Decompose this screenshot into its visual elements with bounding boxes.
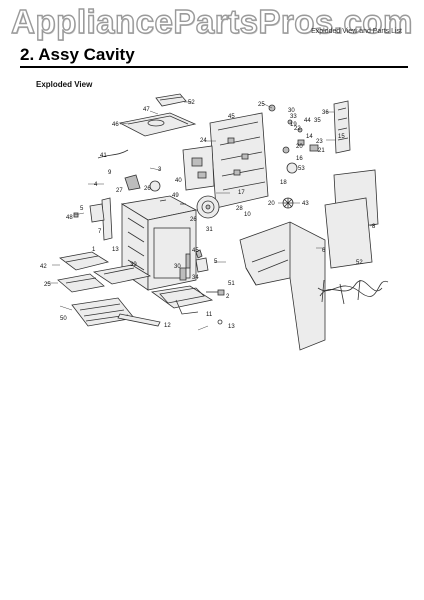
- part-label-48: 47: [143, 107, 150, 113]
- part-label-12: 12: [164, 323, 171, 329]
- part-label-45: 44: [304, 118, 311, 124]
- part-label-33: 31: [206, 227, 213, 233]
- part-label-44: 45: [192, 248, 199, 254]
- part-label-50: 49: [172, 193, 179, 199]
- top-vent-part: [155, 93, 187, 107]
- part-label-43: 43: [302, 201, 309, 207]
- part-label-27: 27: [116, 188, 123, 194]
- top-cover-part: [118, 112, 197, 137]
- part-label-8: 8: [372, 224, 376, 230]
- control-board-part: [182, 145, 215, 191]
- rear-panel-part: [209, 112, 269, 209]
- side-panel-part: [324, 169, 379, 269]
- page-header-label: Exploded View and Parts List: [311, 28, 402, 35]
- part-label-26: 26: [190, 217, 197, 223]
- part-label-2: 2: [226, 294, 230, 300]
- part-label-53: 52: [188, 100, 195, 106]
- connector-part: [206, 289, 225, 325]
- drawer-tray-part: [71, 297, 135, 327]
- convection-motor-part: [196, 195, 220, 219]
- part-label-36: 35: [314, 118, 321, 124]
- bottom-frame-part: [150, 285, 214, 315]
- part-label-51: 50: [60, 316, 67, 322]
- part-label-39: 39: [130, 262, 137, 268]
- part-label-4: 4: [94, 182, 98, 188]
- part-label-40: 40: [175, 178, 182, 184]
- part-label-34: 33: [290, 114, 297, 120]
- part-label-15: 15: [338, 134, 345, 140]
- right-bracket-part: [333, 100, 351, 154]
- bottom-tray-part: [57, 251, 110, 293]
- part-label-28: 28: [236, 206, 243, 212]
- part-label-14: 14: [306, 134, 313, 140]
- part-label-5: 5: [80, 206, 84, 212]
- part-label-5b: 5: [214, 259, 218, 265]
- wire-harness-part: [317, 279, 389, 305]
- part-label-54: 52: [356, 260, 363, 266]
- exploded-view-subtitle: Exploded View: [36, 80, 93, 89]
- part-label-37: 36: [322, 110, 329, 116]
- part-label-11: 11: [206, 312, 213, 318]
- part-label-19: 19: [290, 122, 297, 128]
- outer-wrapper-part: [239, 221, 326, 351]
- part-label-52: 51: [228, 281, 235, 287]
- part-label-41: 42: [40, 264, 47, 270]
- part-label-23: 23: [316, 139, 323, 145]
- hinge-part: [179, 253, 191, 281]
- bottom-plate-part: [92, 264, 152, 285]
- part-label-1: 1: [92, 247, 96, 253]
- part-label-20b: 20: [268, 201, 275, 207]
- part-label-10: 10: [244, 212, 251, 218]
- part-label-25: 25: [44, 282, 51, 288]
- part-label-7: 7: [98, 229, 102, 235]
- part-label-13: 13: [112, 247, 119, 253]
- part-label-3: 3: [158, 167, 162, 173]
- part-label-55: 53: [298, 166, 305, 172]
- fan-part: [282, 197, 294, 209]
- part-label-22: 22: [294, 126, 301, 132]
- sensor-wire-part: [97, 149, 129, 159]
- part-callouts: 52 47 46 41 3 9 4 27 26 40 49 5 48 7 1 1…: [40, 100, 376, 330]
- part-label-17: 17: [238, 190, 245, 196]
- part-label-42: 41: [100, 153, 107, 159]
- watermark-logo: AppliancePartsPros.com: [10, 2, 413, 40]
- part-label-49: 48: [66, 215, 73, 221]
- part-label-30: 30: [288, 108, 295, 114]
- part-label-47: 46: [112, 122, 119, 128]
- title-rule: [20, 66, 408, 68]
- part-label-24: 24: [200, 138, 207, 144]
- part-label-31: 26: [144, 186, 151, 192]
- part-label-18: 18: [280, 180, 287, 186]
- part-label-13b: 13: [228, 324, 235, 330]
- part-label-46: 45: [228, 114, 235, 120]
- leader-lines: [46, 101, 379, 331]
- side-insulation-part: [101, 197, 113, 241]
- trim-strip-part: [117, 313, 161, 327]
- part-label-21: 21: [318, 148, 325, 154]
- section-title: 2. Assy Cavity: [20, 45, 135, 64]
- part-label-25b: 25: [258, 102, 265, 108]
- part-label-6: 6: [322, 248, 326, 254]
- relay-board-part: [195, 249, 209, 273]
- side-bracket-part: [89, 174, 141, 223]
- lamp-part: [149, 180, 161, 192]
- part-label-9: 9: [108, 170, 112, 176]
- part-label-35: 34: [192, 275, 199, 281]
- part-label-16: 16: [296, 156, 303, 162]
- part-label-32: 30: [174, 264, 181, 270]
- part-label-20: 20: [296, 144, 303, 150]
